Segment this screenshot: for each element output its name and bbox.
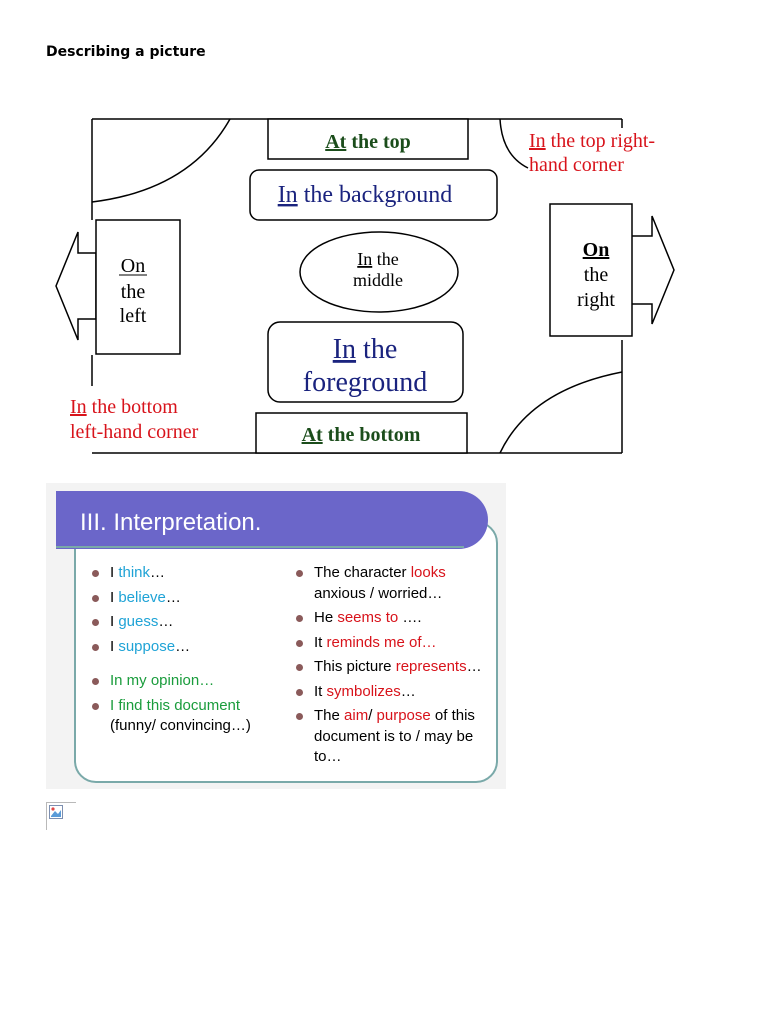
phrase-part: … [165, 588, 181, 606]
broken-image-icon [46, 802, 76, 830]
bottom-right-arc [499, 371, 623, 454]
bullet-icon [92, 702, 99, 710]
bullet-icon [296, 570, 303, 577]
phrase-item: I believe… [92, 588, 251, 609]
on-the-right-line2: the [584, 264, 609, 286]
phrase-item: In my opinion… [92, 671, 251, 692]
middle-label-line2: middle [353, 270, 403, 290]
list-spacer [92, 661, 251, 671]
background-box [249, 169, 498, 221]
bullet-icon [296, 664, 303, 671]
phrase-part: … [158, 613, 174, 630]
bullet-icon [296, 639, 303, 647]
phrase-part: In my opinion… [110, 672, 215, 689]
phrase-part: reminds me of… [326, 633, 437, 651]
at-the-top-label: At the top [325, 131, 411, 153]
middle-ellipse [299, 231, 459, 313]
phrase-item: This picture represents… [296, 657, 492, 678]
phrase-part: … [175, 637, 191, 655]
at-the-top-box [267, 118, 469, 160]
phrase-part: I [110, 588, 119, 606]
phrase-item: The aim/ purpose of this document is to … [296, 706, 492, 768]
phrase-part: seems to [337, 609, 399, 626]
phrase-item: The character looks anxious / worried… [296, 563, 492, 604]
phrase-part: (funny/ convincing…) [110, 717, 251, 734]
on-the-right-box [549, 203, 633, 337]
bullet-icon [92, 678, 99, 685]
top-right-arc [499, 118, 529, 169]
phrase-part: … [400, 682, 416, 700]
bullet-icon [296, 615, 303, 622]
phrase-part: The character [314, 564, 411, 581]
top-left-arc [91, 118, 231, 203]
phrase-part: I [110, 637, 119, 655]
header-underline [56, 546, 464, 548]
phrase-part: The [314, 707, 345, 724]
phrase-part: …. [398, 609, 422, 626]
phrase-part: I [110, 613, 119, 630]
foreground-label-line2: foreground [303, 367, 427, 398]
phrase-part: anxious / worried… [314, 584, 443, 602]
on-the-left-line3: left [120, 305, 147, 327]
bullet-icon [296, 713, 303, 720]
bullet-icon [92, 570, 99, 577]
phrase-part: believe [118, 588, 166, 606]
phrase-item: It symbolizes… [296, 682, 492, 703]
phrase-list-left: I think…I believe…I guess…I suppose…In m… [92, 563, 251, 741]
phrase-part: aim [344, 707, 369, 724]
phrase-part: I find this document [110, 696, 241, 714]
left-arrow-icon [55, 231, 97, 341]
at-the-bottom-box [255, 412, 468, 454]
top-right-label-line1: In the top right- [529, 130, 655, 152]
on-the-left-line2: the [121, 281, 146, 303]
bullet-icon [92, 594, 99, 602]
on-the-right-line3: right [577, 289, 615, 311]
phrase-item: It reminds me of… [296, 633, 492, 654]
phrase-part: It [314, 633, 327, 651]
phrase-item: He seems to …. [296, 608, 492, 629]
on-the-left-box [95, 219, 181, 355]
phrase-part: / [368, 707, 377, 724]
phrase-part: looks [410, 564, 446, 581]
page-title: Describing a picture [46, 44, 206, 60]
phrase-part: It [314, 682, 327, 700]
phrase-part: represents [395, 658, 467, 675]
phrase-part: … [466, 658, 482, 675]
phrase-part: of this document is to / may be to… [314, 707, 475, 765]
bottom-left-label-line1: In the bottom [70, 396, 178, 418]
phrase-part: think [118, 564, 151, 581]
interpretation-frame [74, 521, 498, 783]
phrase-list-right: The character looks anxious / worried… He… [296, 563, 492, 772]
on-the-right-line1: On [583, 239, 610, 261]
right-arrow-icon [629, 215, 675, 325]
phrase-part: I [110, 564, 119, 581]
bullet-icon [296, 688, 303, 696]
middle-label-line1: In the [357, 249, 399, 269]
on-the-left-line1: On [121, 255, 145, 277]
bottom-left-label-line2: left-hand corner [70, 421, 199, 443]
phrase-part: suppose [118, 637, 176, 655]
phrase-part: This picture [314, 658, 396, 675]
foreground-label-line1: In the [333, 334, 398, 365]
phrase-part: symbolizes [326, 682, 401, 700]
phrase-part: … [150, 564, 166, 581]
picture-parts-diagram: At the top In the background In the top … [55, 118, 675, 454]
phrase-item: I guess… [92, 612, 251, 633]
phrase-part: purpose [376, 707, 431, 724]
interpretation-title: III. Interpretation. [80, 509, 262, 536]
top-right-label-line2: hand corner [529, 154, 624, 176]
phrase-item: I think… [92, 563, 251, 584]
phrase-item: I find this document (funny/ convincing…… [92, 696, 251, 737]
foreground-box [267, 321, 464, 403]
phrase-part: He [314, 609, 338, 626]
bullet-icon [92, 643, 99, 651]
phrase-part: guess [118, 613, 159, 630]
background-label: In the background [278, 182, 453, 208]
interpretation-slide: III. Interpretation. I think…I believe…I… [46, 483, 506, 789]
bullet-icon [92, 619, 99, 626]
phrase-item: I suppose… [92, 637, 251, 658]
interpretation-header: III. Interpretation. [56, 491, 488, 549]
at-the-bottom-label: At the bottom [302, 424, 421, 446]
